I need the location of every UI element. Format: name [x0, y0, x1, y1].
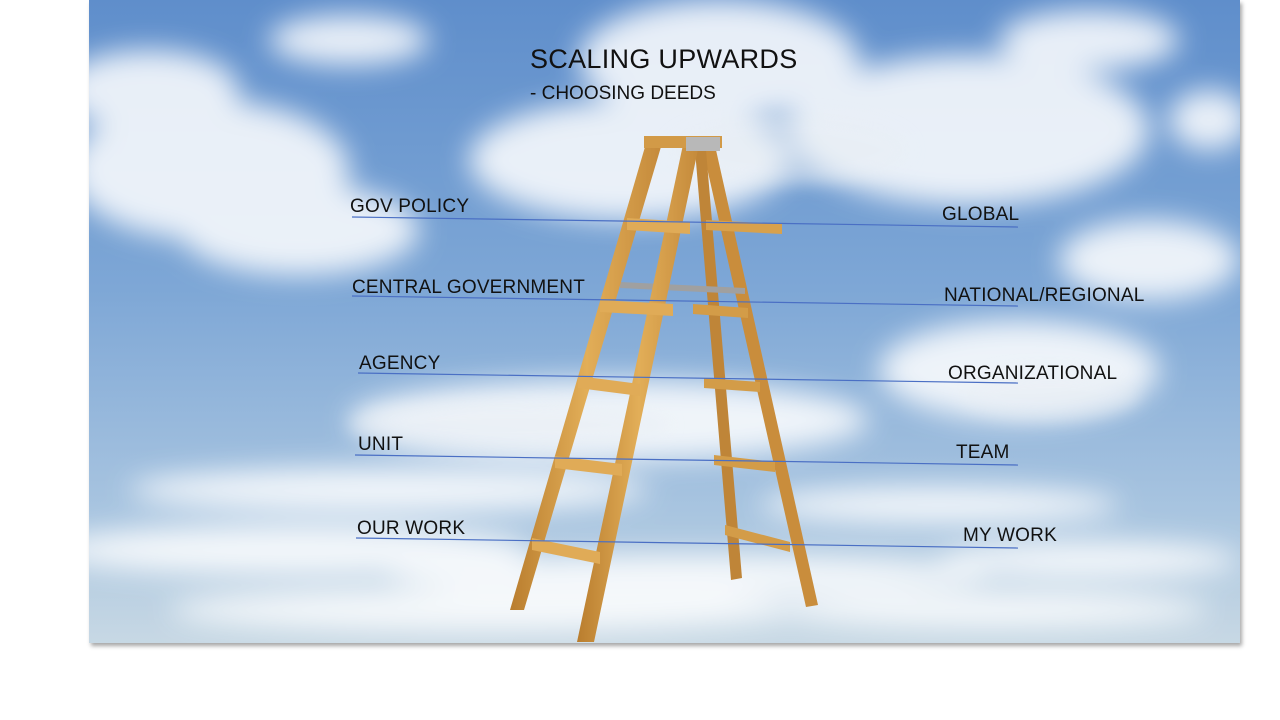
- right-label-my-work: MY WORK: [963, 525, 1057, 546]
- slide-subtitle: - CHOOSING DEEDS: [530, 83, 716, 104]
- right-label-team: TEAM: [956, 442, 1010, 463]
- left-label-unit: UNIT: [358, 434, 404, 455]
- right-label-national-regional: NATIONAL/REGIONAL: [944, 285, 1145, 306]
- left-label-gov-policy: GOV POLICY: [350, 196, 470, 217]
- left-label-our-work: OUR WORK: [357, 518, 466, 539]
- connector-line: [354, 454, 1019, 466]
- slide-title: SCALING UPWARDS: [530, 44, 798, 74]
- connector-line: [351, 295, 1019, 307]
- sky-ladder-image: [89, 0, 1240, 643]
- connector-line: [351, 216, 1019, 228]
- connector-line: [355, 537, 1019, 549]
- right-label-organizational: ORGANIZATIONAL: [948, 363, 1118, 384]
- right-label-global: GLOBAL: [942, 204, 1020, 225]
- left-label-central-government: CENTRAL GOVERNMENT: [352, 277, 586, 298]
- left-label-agency: AGENCY: [359, 353, 441, 374]
- connector-line: [357, 372, 1019, 384]
